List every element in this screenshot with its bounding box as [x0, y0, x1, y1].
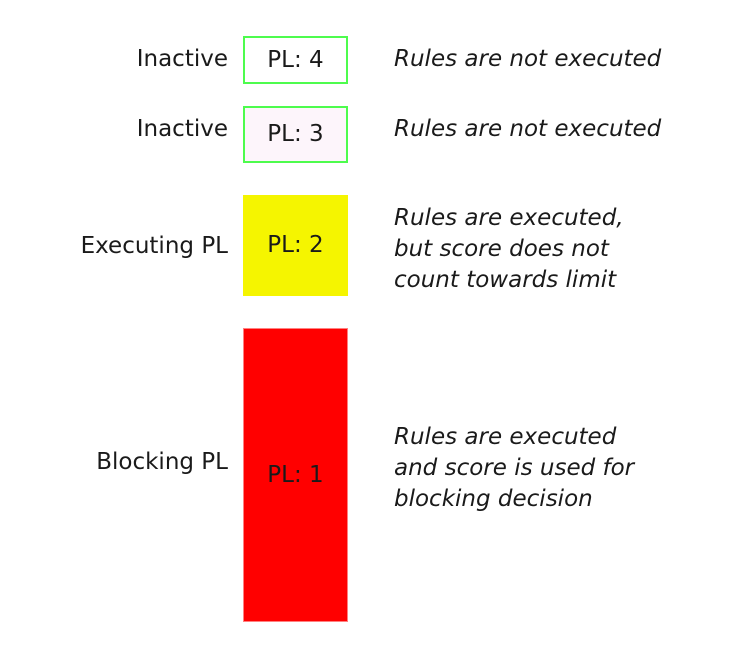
- description-pl3: Rules are not executed: [394, 114, 734, 145]
- pl-box-label-2: PL: 2: [267, 232, 324, 258]
- description-pl1: Rules are executed and score is used for…: [394, 422, 734, 515]
- description-line: and score is used for: [394, 455, 635, 481]
- state-label-pl3: Inactive: [136, 116, 228, 142]
- state-label-pl1: Blocking PL: [96, 449, 228, 475]
- description-pl2: Rules are executed, but score does not c…: [394, 203, 734, 296]
- pl-box-label-1: PL: 1: [267, 461, 324, 488]
- description-line: Rules are not executed: [394, 116, 662, 142]
- state-label-pl4: Inactive: [136, 46, 228, 72]
- description-line: but score does not: [394, 236, 609, 262]
- description-pl4: Rules are not executed: [394, 44, 734, 75]
- description-line: Rules are executed: [394, 424, 617, 450]
- pl-box-4: PL: 4: [243, 36, 348, 84]
- state-label-pl2: Executing PL: [80, 233, 228, 259]
- description-line: Rules are not executed: [394, 46, 662, 72]
- pl-box-3: PL: 3: [243, 106, 348, 163]
- pl-box-2: PL: 2: [243, 195, 348, 296]
- pl-box-label-4: PL: 4: [267, 46, 324, 73]
- description-line: blocking decision: [394, 486, 593, 512]
- description-line: Rules are executed,: [394, 205, 624, 231]
- pl-box-1: PL: 1: [243, 328, 348, 622]
- description-line: count towards limit: [394, 267, 617, 293]
- pl-box-label-3: PL: 3: [267, 121, 324, 147]
